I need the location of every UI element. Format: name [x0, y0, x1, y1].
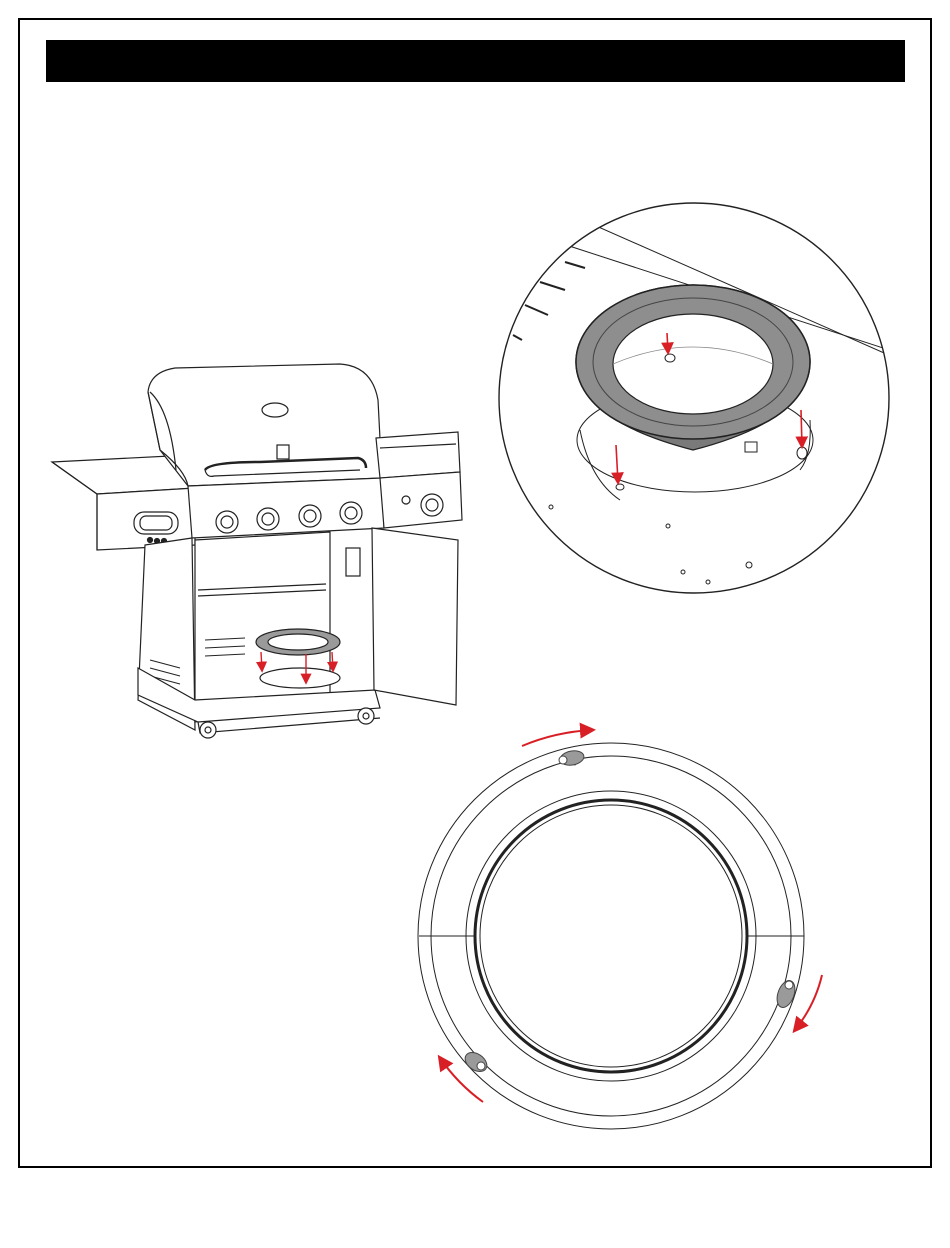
rotation-diagram [418, 743, 804, 1129]
keyhole-tab-bottom-left [462, 1049, 491, 1076]
rotate-arrow-top [522, 730, 592, 746]
grill-base-hole [260, 668, 340, 688]
rotation-red-arrows [440, 730, 822, 1102]
cabinet-door [372, 528, 458, 705]
door-handle [346, 548, 360, 576]
keyhole-tab-top [559, 749, 585, 767]
lid-badge [277, 445, 289, 459]
ignition-button [402, 496, 410, 504]
lid-thermometer [262, 403, 288, 417]
grill-illustration [52, 364, 462, 738]
detail-ring-clip [745, 442, 757, 452]
grill-lid [148, 364, 382, 486]
inner-ring-edge [466, 791, 756, 1081]
rotate-arrow-right [795, 975, 822, 1030]
right-side-burner-lid [376, 432, 460, 478]
detail-callout [499, 203, 920, 593]
right-side-panel [380, 472, 462, 528]
